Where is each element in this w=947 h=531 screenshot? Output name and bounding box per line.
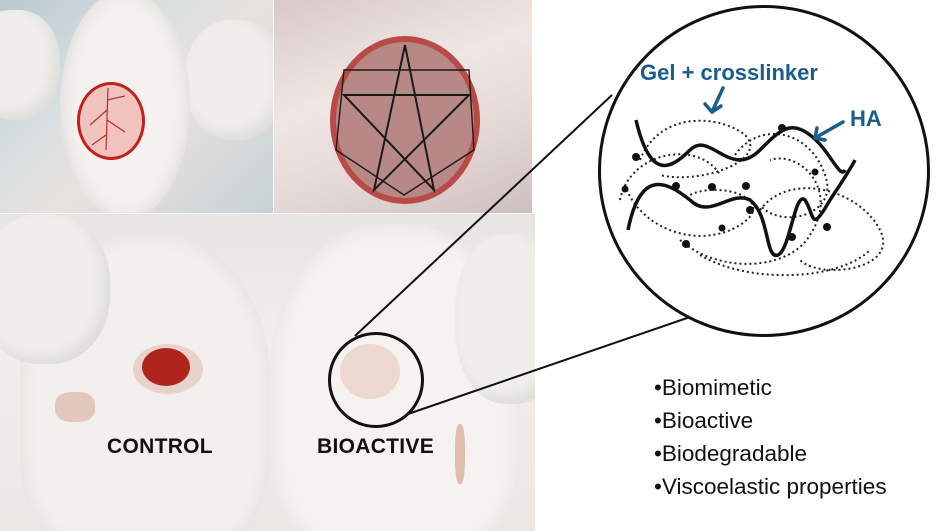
ha-label: HA bbox=[850, 106, 882, 131]
glove-left bbox=[0, 214, 110, 364]
control-label: CONTROL bbox=[107, 435, 213, 458]
photo-wound-creation bbox=[0, 0, 273, 213]
property-item: •Biodegradable bbox=[654, 441, 807, 466]
wound-vessels bbox=[89, 87, 126, 151]
bioactive-label: BIOACTIVE bbox=[317, 435, 435, 458]
scab bbox=[455, 424, 465, 484]
gel-crosslinker-label: Gel + crosslinker bbox=[640, 60, 818, 85]
property-item: •Bioactive bbox=[654, 408, 754, 433]
glove-left bbox=[0, 10, 60, 120]
zoom-schematic-circle bbox=[598, 5, 930, 337]
glove-right bbox=[185, 20, 273, 140]
suture-star bbox=[335, 44, 475, 196]
scab bbox=[55, 392, 95, 422]
highlight-circle bbox=[328, 332, 424, 428]
property-item: •Viscoelastic properties bbox=[654, 474, 887, 499]
property-item: •Biomimetic bbox=[654, 375, 772, 400]
control-wound bbox=[142, 348, 190, 386]
circular-wound bbox=[77, 82, 145, 160]
photo-sutured-dressing bbox=[274, 0, 532, 213]
dressing-membrane bbox=[336, 42, 474, 198]
property-list: •Biomimetic •Bioactive •Biodegradable •V… bbox=[654, 371, 887, 503]
